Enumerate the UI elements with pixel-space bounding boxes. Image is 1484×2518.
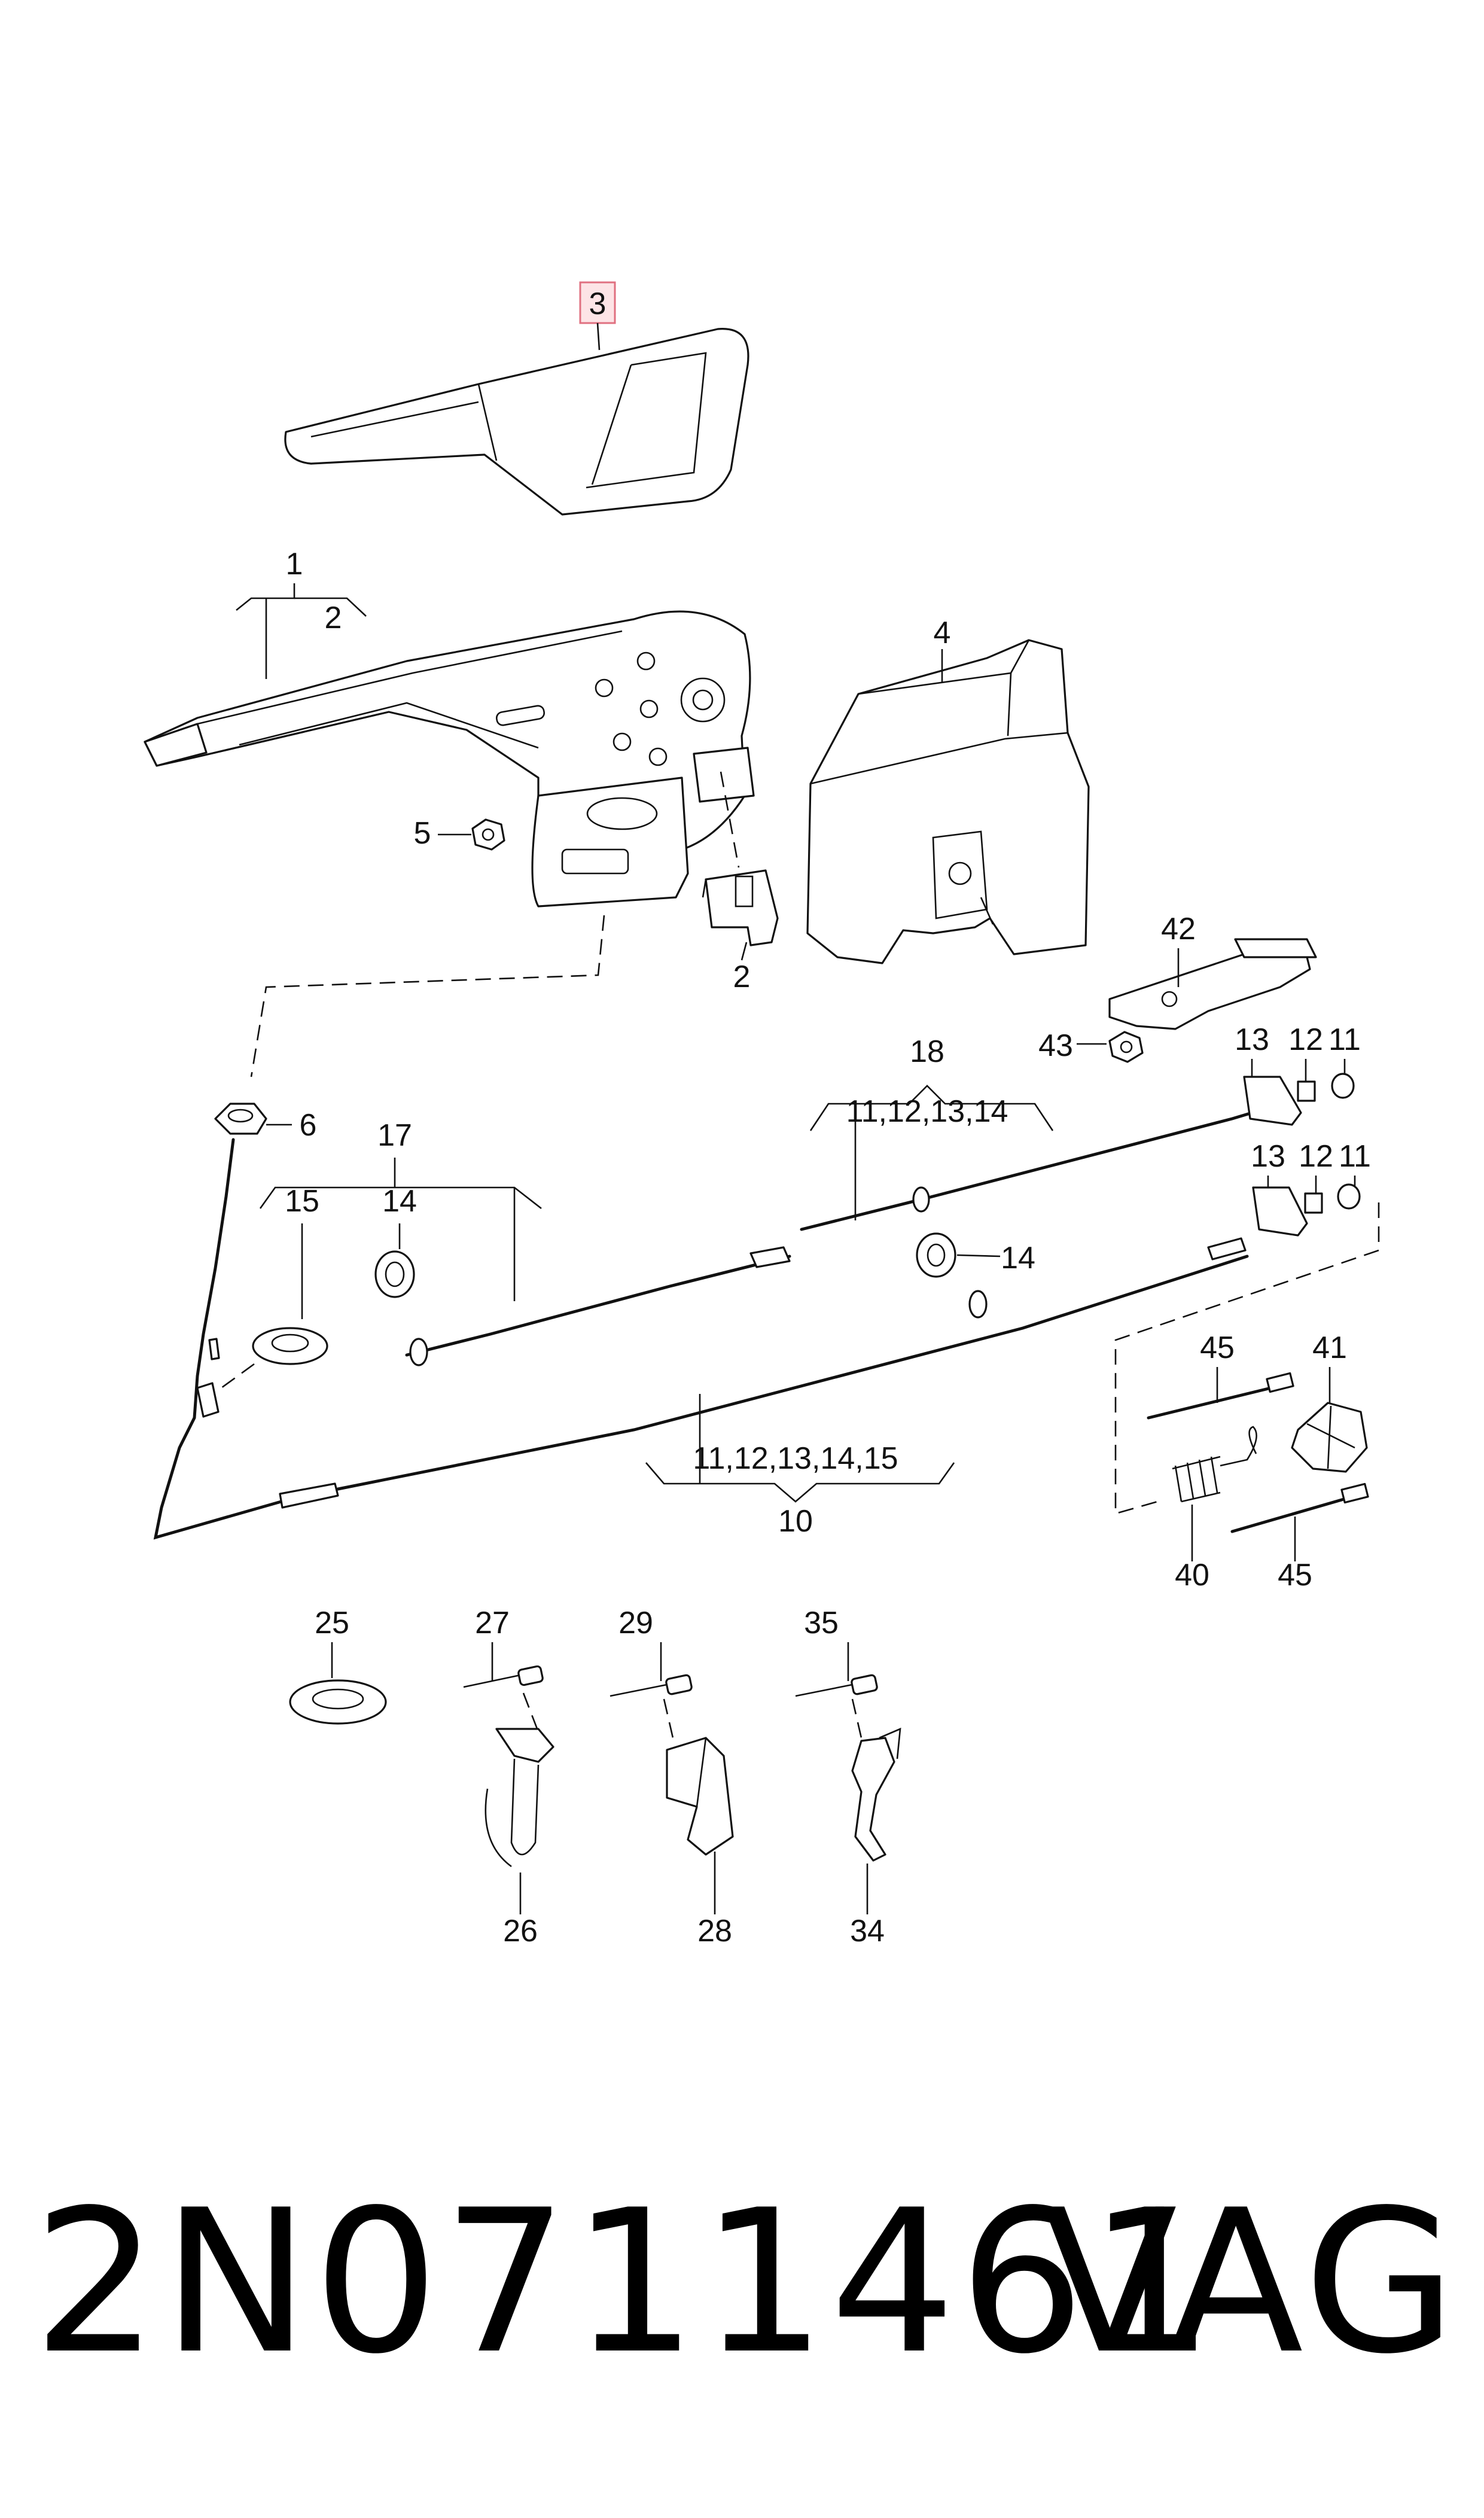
part-number: 2N0711461 [33, 2167, 1218, 2397]
bolt-part-29[interactable] [610, 1674, 693, 1697]
callout-14-left[interactable]: 14 [382, 1184, 417, 1219]
main-cable-part-10[interactable] [153, 1138, 1249, 1540]
cable-part-17[interactable] [374, 1246, 791, 1366]
bracket-part-34[interactable] [851, 1727, 901, 1862]
callout-13-lower[interactable]: 13 [1251, 1139, 1285, 1174]
callout-26[interactable]: 26 [503, 1914, 538, 1948]
lever-plate-part-42[interactable] [1108, 938, 1317, 1030]
callout-27[interactable]: 27 [475, 1606, 510, 1640]
callout-4[interactable]: 4 [934, 616, 951, 650]
callout-12-upper[interactable]: 12 [1288, 1022, 1323, 1057]
cable-part-45-lower[interactable] [1230, 1482, 1369, 1533]
nut-part-5[interactable] [471, 818, 505, 851]
switch-part-2[interactable] [702, 869, 779, 946]
callout-25[interactable]: 25 [315, 1606, 349, 1640]
handbrake-lever-part-1[interactable] [144, 610, 755, 908]
spring-part-40[interactable] [1172, 1426, 1257, 1503]
handle-cover-part-3[interactable] [284, 328, 749, 516]
callout-6[interactable]: 6 [300, 1108, 317, 1143]
brand-name: VAG [1042, 2167, 1460, 2397]
callout-17[interactable]: 17 [377, 1118, 412, 1153]
grommet-part-25[interactable] [289, 1679, 387, 1725]
callout-3[interactable]: 3 [589, 287, 607, 321]
callout-45-lower[interactable]: 45 [1278, 1558, 1312, 1593]
grommet-part-15[interactable] [252, 1327, 328, 1365]
callout-15[interactable]: 15 [285, 1184, 319, 1219]
callout-10-sub[interactable]: 11,12,13,14,15 [693, 1441, 898, 1476]
callout-5[interactable]: 5 [414, 816, 431, 851]
bushing-part-11-lower[interactable] [1337, 1183, 1361, 1210]
callout-29[interactable]: 29 [618, 1606, 653, 1640]
bushing-part-11-upper[interactable] [1331, 1073, 1355, 1099]
bracket-part-26[interactable] [484, 1728, 554, 1868]
nut-part-43[interactable] [1108, 1031, 1144, 1063]
adjuster-part-41[interactable] [1291, 1402, 1368, 1473]
callout-10[interactable]: 10 [778, 1504, 813, 1539]
callout-43[interactable]: 43 [1038, 1028, 1073, 1063]
clip-part-13-lower[interactable] [1252, 1186, 1308, 1237]
bolt-part-35[interactable] [795, 1674, 878, 1697]
callout-13-upper[interactable]: 13 [1235, 1022, 1269, 1057]
callout-35[interactable]: 35 [804, 1606, 839, 1640]
callout-45-upper[interactable]: 45 [1200, 1330, 1235, 1365]
callout-2-top[interactable]: 2 [325, 601, 342, 635]
console-bracket-part-4[interactable] [806, 639, 1090, 964]
callout-18-sub[interactable]: 11,12,13,14 [846, 1094, 1008, 1129]
callout-42[interactable]: 42 [1161, 912, 1196, 946]
callout-40[interactable]: 40 [1175, 1558, 1209, 1593]
clip-part-12-lower[interactable] [1304, 1192, 1323, 1214]
callout-14-right[interactable]: 14 [1001, 1241, 1035, 1275]
callout-1[interactable]: 1 [286, 547, 303, 581]
callout-12-lower[interactable]: 12 [1299, 1139, 1333, 1174]
cable-part-18[interactable] [800, 1110, 1258, 1319]
bolt-part-27[interactable] [463, 1665, 544, 1688]
grommet-part-6[interactable] [214, 1103, 267, 1135]
callout-2-switch[interactable]: 2 [733, 960, 751, 994]
cable-part-45-upper[interactable] [1147, 1372, 1294, 1420]
parts-diagram: 3 1 2 5 2 [144, 281, 1380, 1948]
callout-28[interactable]: 28 [697, 1914, 732, 1948]
clip-part-12-upper[interactable] [1297, 1080, 1316, 1102]
callout-11-upper[interactable]: 11 [1328, 1022, 1361, 1057]
callout-11-lower[interactable]: 11 [1339, 1139, 1371, 1174]
callout-41[interactable]: 41 [1312, 1330, 1347, 1365]
callout-18[interactable]: 18 [910, 1034, 944, 1069]
clip-part-13-upper[interactable] [1243, 1076, 1302, 1126]
bracket-part-28[interactable] [666, 1737, 734, 1856]
callout-34[interactable]: 34 [850, 1914, 885, 1948]
footer: 2N0711461 VAG [0, 2184, 1484, 2435]
